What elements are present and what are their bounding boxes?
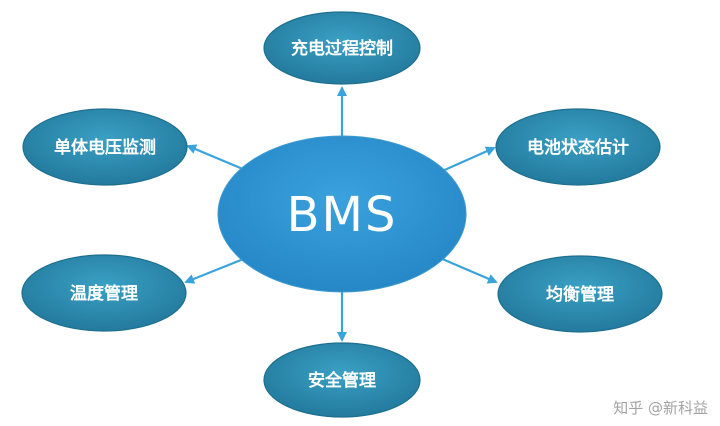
- node-charge-control-ellipse: [263, 11, 421, 85]
- arrow-to-balancing: [439, 256, 498, 284]
- node-temperature-label: 温度管理: [70, 283, 138, 304]
- node-safety-label: 安全管理: [308, 370, 376, 391]
- node-soc-estimation: 电池状态估计: [495, 108, 661, 186]
- center-ellipse: [217, 135, 467, 293]
- node-temperature: 温度管理: [21, 254, 187, 332]
- node-balancing-label: 均衡管理: [546, 284, 614, 305]
- node-temperature-ellipse: [21, 254, 187, 332]
- node-safety: 安全管理: [263, 342, 421, 418]
- node-soc-estimation-ellipse: [495, 108, 661, 186]
- node-cell-voltage: 单体电压监测: [22, 108, 188, 186]
- node-cell-voltage-label: 单体电压监测: [54, 137, 156, 158]
- arrow-to-temperature: [184, 256, 247, 284]
- node-charge-control: 充电过程控制: [263, 11, 421, 85]
- arrow-to-cell-voltage: [186, 144, 251, 174]
- node-safety-ellipse: [263, 342, 421, 418]
- node-charge-control-label: 充电过程控制: [291, 38, 393, 59]
- center-node: BMS: [217, 135, 467, 293]
- center-label: BMS: [287, 187, 398, 243]
- node-cell-voltage-ellipse: [22, 108, 188, 186]
- arrow-to-soc-estimation: [439, 146, 496, 174]
- watermark: 知乎 @新科益: [613, 399, 708, 417]
- node-balancing-ellipse: [497, 255, 663, 333]
- node-soc-estimation-label: 电池状态估计: [527, 137, 629, 158]
- node-balancing: 均衡管理: [497, 255, 663, 333]
